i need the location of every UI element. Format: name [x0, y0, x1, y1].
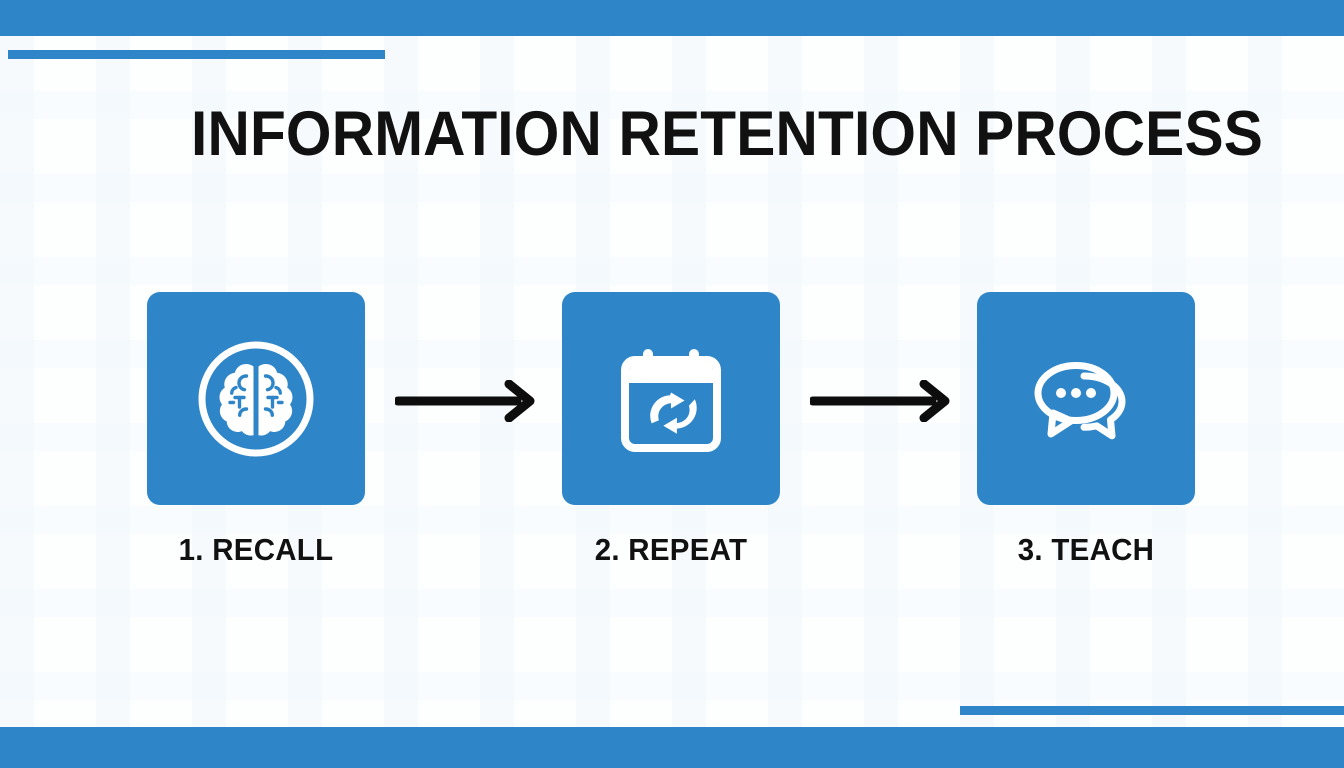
top-left-accent-rule	[8, 50, 385, 59]
calendar-refresh-icon	[610, 338, 732, 460]
icon-tile-recall	[147, 292, 365, 505]
bottom-blue-band	[0, 727, 1344, 768]
process-step-teach[interactable]: 3. TEACH	[977, 292, 1195, 568]
arrow-right-icon-1	[393, 379, 536, 423]
page-title: INFORMATION RETENTION PROCESS	[191, 99, 1263, 169]
step-label-teach: 3. TEACH	[1017, 532, 1155, 567]
bottom-right-accent-rule	[960, 706, 1344, 715]
process-step-repeat[interactable]: 2. REPEAT	[562, 292, 780, 568]
process-steps: 1. RECALL	[0, 292, 1344, 582]
arrow-right-icon-2	[808, 379, 951, 423]
icon-tile-repeat	[562, 292, 780, 505]
step-label-repeat: 2. REPEAT	[594, 532, 748, 567]
speech-bubbles-icon	[1022, 340, 1150, 458]
process-step-recall[interactable]: 1. RECALL	[147, 292, 365, 568]
step-label-recall: 1. RECALL	[178, 532, 334, 567]
top-blue-band	[0, 0, 1344, 36]
icon-tile-teach	[977, 292, 1195, 505]
brain-in-circle-icon	[192, 335, 320, 463]
